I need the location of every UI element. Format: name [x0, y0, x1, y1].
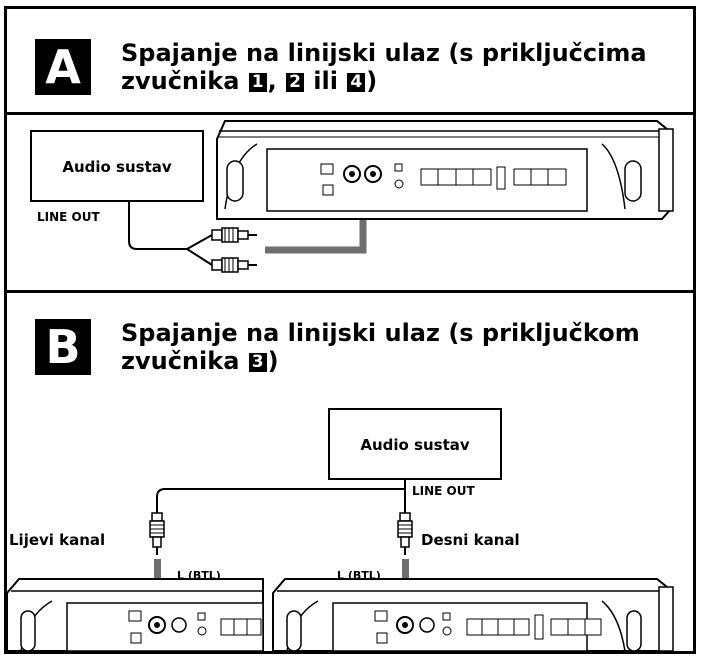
- instruction-frame: A Spajanje na linijski ulaz (s priključc…: [4, 6, 696, 654]
- audio-system-box: [30, 130, 204, 202]
- section-a-title: Spajanje na linijski ulaz (s priključcim…: [121, 39, 647, 95]
- cable-left-channel: [156, 479, 406, 513]
- amplifier-unit-right: [272, 578, 674, 652]
- section-a-divider: [7, 112, 693, 115]
- section-b: B Spajanje na linijski ulaz (s priključk…: [6, 293, 693, 652]
- section-b-title-word: zvučnika: [121, 347, 240, 375]
- audio-system-box-b: [328, 408, 502, 480]
- rca-plug-lower: [211, 257, 257, 273]
- word-ili: ili: [313, 67, 338, 95]
- audio-system-label: Audio sustav: [62, 158, 172, 176]
- section-a: A Spajanje na linijski ulaz (s priključc…: [7, 9, 693, 293]
- signal-cable-split: [186, 248, 213, 266]
- rca-plug-right: [397, 512, 413, 555]
- section-b-diagram: Audio sustav LINE OUT Lijevi kanal: [6, 408, 674, 652]
- line-out-label: LINE OUT: [37, 210, 100, 224]
- section-a-title-line1: Spajanje na linijski ulaz (s priključcim…: [121, 39, 647, 67]
- closing-paren-b: ): [267, 347, 279, 375]
- section-a-title-word: zvučnika: [121, 67, 240, 95]
- amplifier-unit-a: [216, 120, 674, 220]
- section-b-letter: B: [35, 319, 91, 375]
- rca-plug-left: [149, 512, 165, 555]
- audio-system-label-b: Audio sustav: [360, 436, 470, 454]
- amplifier-unit-left: [6, 578, 264, 652]
- signal-cable: [128, 201, 213, 250]
- section-a-letter: A: [35, 39, 91, 95]
- section-a-diagram: Audio sustav LINE OUT: [30, 120, 674, 273]
- section-b-title-line1: Spajanje na linijski ulaz (s priključkom: [121, 319, 640, 347]
- section-b-title: Spajanje na linijski ulaz (s priključkom…: [121, 319, 640, 375]
- left-channel-label: Lijevi kanal: [9, 531, 105, 549]
- rca-plug-upper: [211, 227, 257, 243]
- speaker-badge-3: 3: [248, 353, 267, 372]
- speaker-badge-2: 2: [286, 73, 304, 92]
- line-out-label-b: LINE OUT: [412, 484, 475, 498]
- separator-comma: ,: [267, 67, 277, 95]
- section-b-title-line2: zvučnika 3): [121, 347, 640, 375]
- speaker-badge-4: 4: [347, 73, 366, 92]
- right-channel-label: Desni kanal: [421, 531, 520, 549]
- closing-paren: ): [366, 67, 378, 95]
- section-a-title-line2: zvučnika 1, 2 ili 4): [121, 67, 647, 95]
- speaker-badge-1: 1: [248, 73, 267, 92]
